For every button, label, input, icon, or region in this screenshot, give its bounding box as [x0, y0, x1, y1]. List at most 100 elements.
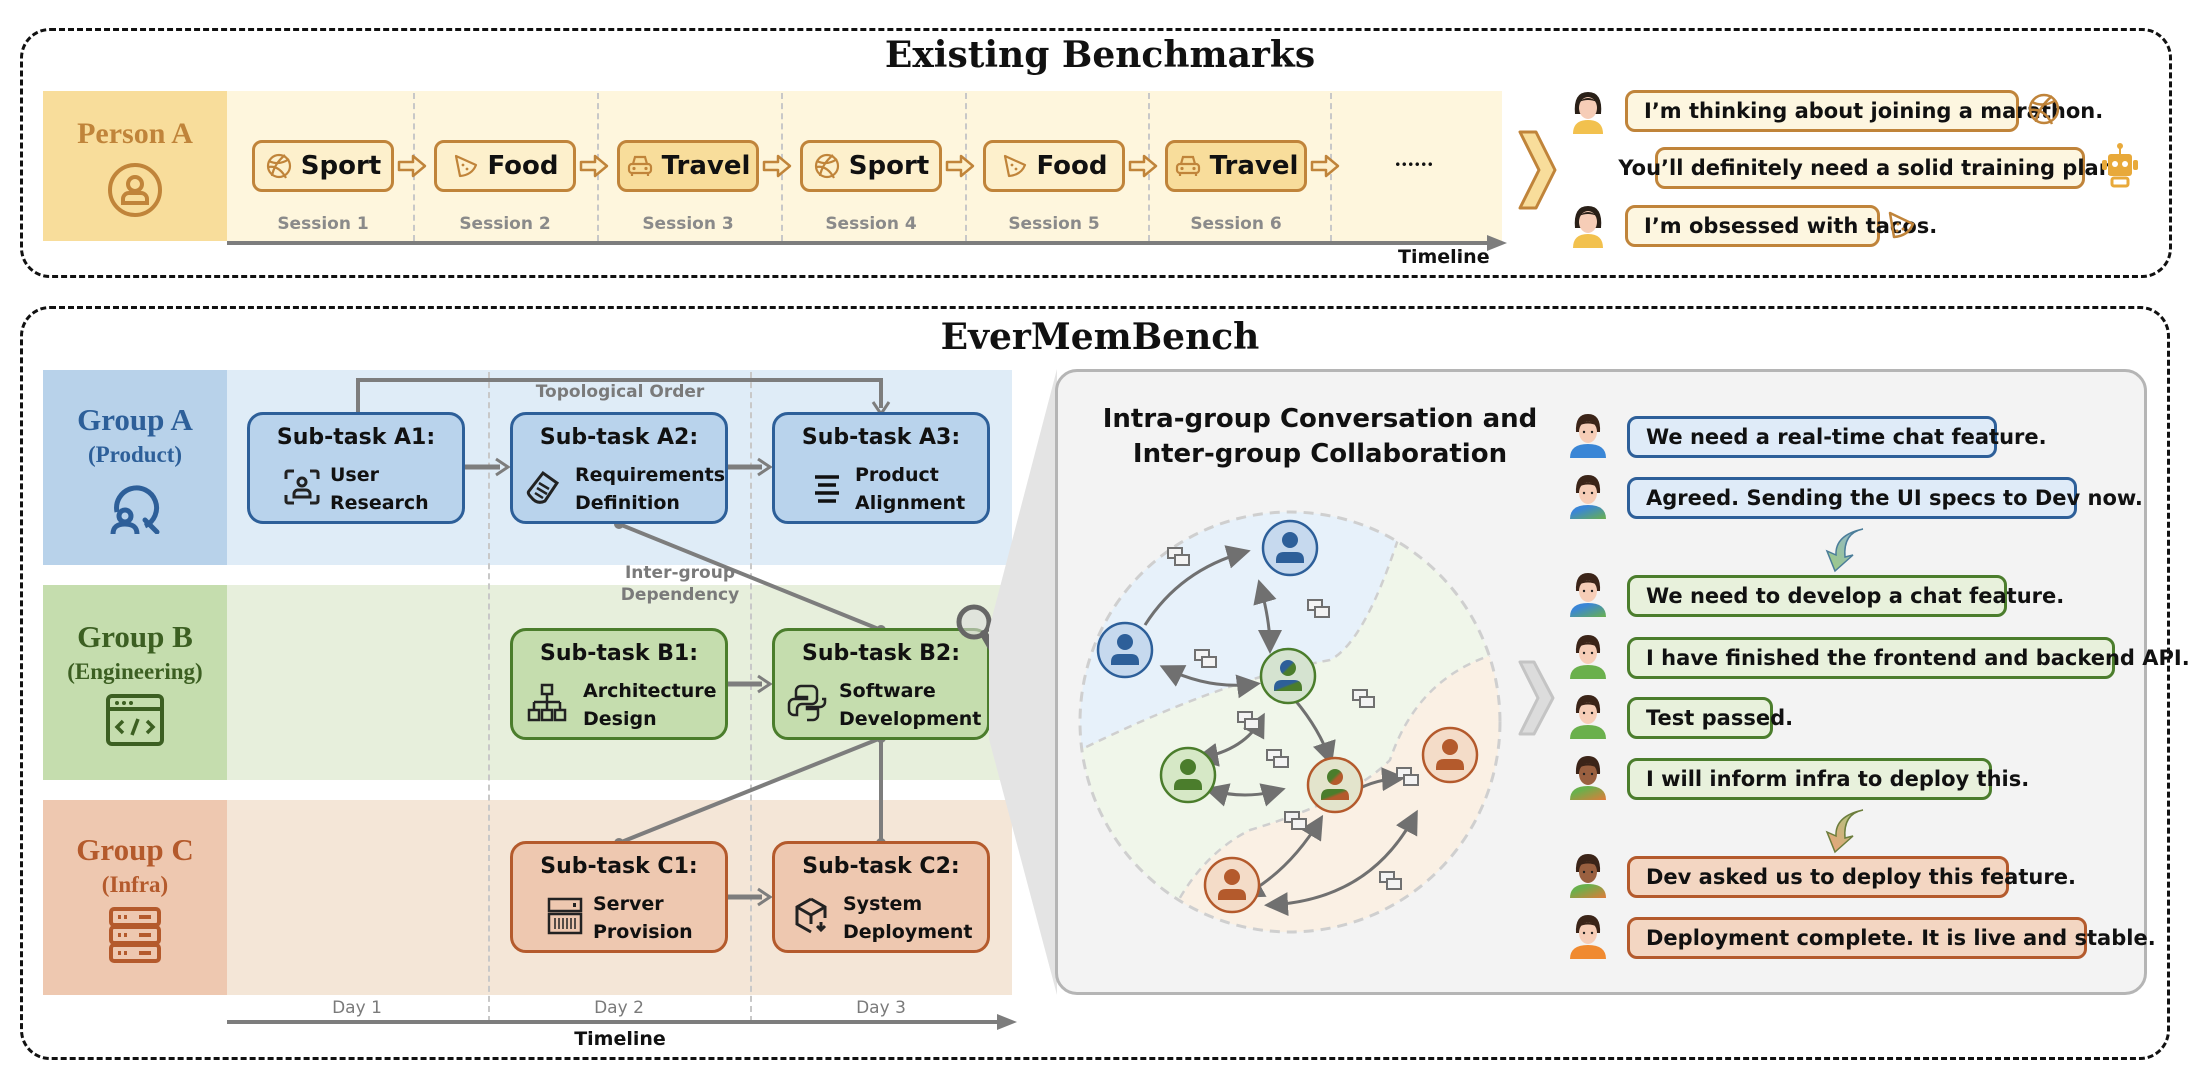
avatar [1570, 915, 1606, 959]
chat-bubble-engineering: Test passed. [1627, 697, 1793, 739]
existing-benchmarks-frame [20, 28, 2172, 278]
basketball-icon [266, 153, 291, 179]
collaborator-node [1306, 756, 1364, 814]
topological-order-edge [356, 378, 883, 416]
magnifier-icon [956, 604, 999, 657]
day-divider [488, 372, 490, 1022]
chat-text: Deployment complete. It is live and stab… [1646, 926, 2156, 950]
avatar [1570, 695, 1606, 739]
person-a-label-block: Person A [43, 91, 227, 241]
panel-title-line: Inter-group Collaboration [1132, 439, 1508, 469]
timeline-arrow [227, 235, 1507, 251]
align-center-icon [815, 475, 839, 503]
chat-bubble-infra: Dev asked us to deploy this feature. [1627, 856, 2076, 898]
chevron-right-icon [1518, 130, 1557, 210]
chat-bubble-engineering: I will inform infra to deploy this. [1627, 758, 2029, 800]
chat-small-icons [1167, 547, 1419, 890]
hollow-arrow-icon [762, 154, 792, 178]
session-topic-box[interactable]: Sport [252, 140, 394, 192]
person-circle-icon [108, 163, 162, 217]
session-topic-box[interactable]: Food [434, 140, 576, 192]
group-name: Group B [77, 618, 193, 654]
session-topic: Food [487, 151, 559, 181]
day-label: Day 2 [594, 998, 644, 1018]
document-scroll-icon [526, 470, 560, 504]
car-icon [1175, 155, 1200, 176]
chat-text: Agreed. Sending the UI specs to Dev now. [1646, 486, 2143, 510]
task-title: Sub-task A2: [539, 425, 699, 450]
code-window-icon [106, 693, 164, 746]
pizza-icon [1888, 211, 1915, 239]
collaborator-node [1261, 519, 1319, 577]
group-sub: (Infra) [101, 871, 169, 897]
timeline-label: Timeline [1398, 246, 1490, 268]
session-topic-box[interactable]: Food [983, 140, 1125, 192]
user-search-icon [110, 484, 160, 534]
chat-bubble-user: I’m thinking about joining a marathon. [1625, 90, 2103, 132]
session-topic: Sport [300, 151, 382, 181]
server-stack-icon [109, 906, 161, 963]
avatar [1570, 475, 1606, 519]
task-title: Sub-task B2: [801, 641, 960, 666]
session-label: Session 6 [1190, 214, 1282, 234]
day-label: Day 3 [856, 998, 906, 1018]
panel-title-line: Intra-group Conversation and [1102, 404, 1538, 434]
chat-bubble-infra: Deployment complete. It is live and stab… [1627, 917, 2156, 959]
session-topic-box[interactable]: Travel [1165, 140, 1307, 192]
timeline-label: Timeline [574, 1028, 666, 1050]
pizza-icon [455, 154, 478, 178]
hollow-arrow-icon [579, 154, 609, 178]
chat-bubble-user: I’m obsessed with tacos. [1625, 205, 1937, 247]
chat-bubble-robot: You’ll definitely need a solid training … [1618, 147, 2122, 189]
session-label: Session 2 [459, 214, 551, 234]
zoom-wedge [989, 369, 1057, 995]
group-a-label: Group A (Product) [43, 370, 227, 565]
avatar-woman [1573, 92, 1603, 134]
group-name: Group C [76, 831, 194, 867]
curved-arrow-icon [1825, 809, 1864, 854]
car-icon [627, 155, 652, 176]
hollow-arrow-icon [397, 154, 427, 178]
avatar [1570, 635, 1606, 679]
day-label: Day 1 [332, 998, 382, 1018]
chevron-right-icon [1518, 660, 1555, 736]
topological-order-label: Topological Order [535, 382, 705, 402]
session-topic: Food [1036, 151, 1108, 181]
timeline-arrow [227, 1014, 1017, 1030]
avatar [1570, 854, 1606, 898]
basketball-icon [2028, 93, 2060, 125]
group-sub: (Product) [87, 441, 183, 467]
collaborator-node [1203, 856, 1261, 914]
hollow-arrow-icon [1128, 154, 1158, 178]
task-title: Sub-task C1: [540, 854, 698, 879]
hierarchy-icon [527, 683, 567, 722]
session-topic: Travel [1209, 151, 1299, 181]
chat-text: I’m obsessed with tacos. [1644, 214, 1938, 238]
group-b-label: Group B (Engineering) [43, 585, 227, 780]
task-title: Sub-task A1: [276, 425, 436, 450]
b2-to-c1-edge [618, 736, 882, 845]
avatar [1570, 573, 1606, 617]
chat-bubble-engineering: I have finished the frontend and backend… [1627, 637, 2190, 679]
inter-group-label-2: Dependency [620, 585, 740, 605]
task-title: Sub-task C2: [802, 854, 960, 879]
session-label: Session 5 [1008, 214, 1100, 234]
evermembench-frame [20, 306, 2170, 1060]
user-scan-icon [284, 469, 320, 505]
collaborator-node [1259, 647, 1317, 705]
group-sub: (Engineering) [67, 658, 203, 684]
session-topic-box[interactable]: Travel [617, 140, 759, 192]
evermembench-title: EverMemBench [940, 316, 1260, 358]
session-topic-box[interactable]: Sport [800, 140, 942, 192]
